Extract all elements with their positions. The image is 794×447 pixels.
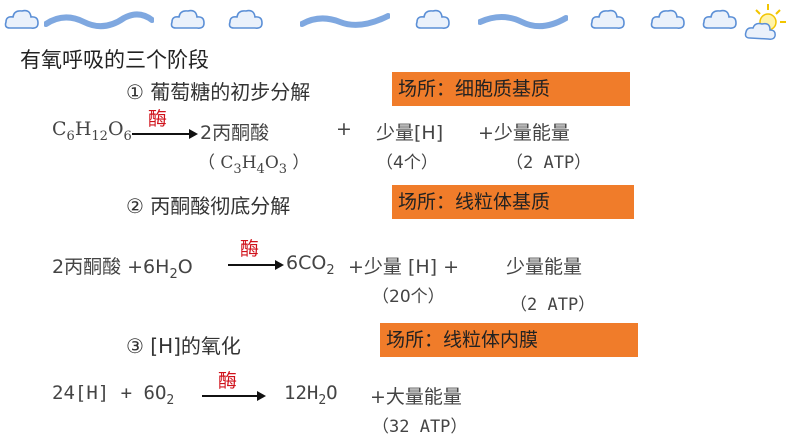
cloud-icon: [650, 9, 685, 29]
cloud-icon: [4, 9, 39, 29]
stage2-reaction-arrow: [228, 260, 284, 270]
stage2-enzyme-label: 酶: [240, 238, 260, 260]
cloud-icon: [415, 9, 450, 29]
stage2-co2: 6CO2: [286, 252, 335, 278]
stage1-plus: +: [336, 118, 352, 140]
stage3-energy: +大量能量: [370, 386, 462, 408]
stage3-water: 12H2O: [284, 382, 338, 408]
cloud-icon: [702, 9, 737, 29]
stage1-enzyme-label: 酶: [148, 108, 168, 130]
stage3-reaction-arrow: [202, 391, 266, 401]
swirl-decoration: [300, 13, 390, 28]
stage1-energy: +少量能量: [478, 122, 570, 144]
stage2-h-amount: +少量 [H] +: [348, 256, 460, 278]
page-title: 有氧呼吸的三个阶段: [20, 48, 209, 72]
stage1-h-amount: 少量[H]: [376, 122, 444, 144]
stage1-atp: （2 ATP）: [506, 153, 592, 173]
swirl-decoration: [478, 14, 568, 30]
stage1-h-count: （4个）: [376, 153, 438, 173]
stage2-energy: 少量能量: [506, 256, 583, 278]
glucose-formula: C6H12O6: [52, 118, 132, 144]
stage3-enzyme-label: 酶: [218, 370, 238, 392]
stage2-h-count: （20个）: [372, 287, 445, 307]
sun-icon: [744, 4, 786, 40]
stage2-place-badge: 场所：线粒体基质: [392, 185, 634, 219]
stage1-product: 2丙酮酸: [200, 122, 270, 144]
pyruvate-formula: （ C3H4O3 ）: [198, 153, 310, 177]
cloud-icon: [228, 9, 263, 29]
stage3-reactants: 24[H] + 6O2: [52, 382, 175, 408]
stage2-reactants: 2丙酮酸 +6H2O: [52, 256, 193, 282]
stage2-atp: （2 ATP）: [510, 295, 596, 315]
cloud-icon: [590, 9, 625, 29]
stage1-reaction-arrow: [132, 129, 198, 139]
stage3-heading: ③ [H]的氧化: [126, 334, 241, 358]
stage2-heading: ② 丙酮酸彻底分解: [126, 194, 291, 218]
stage1-place-badge: 场所：细胞质基质: [392, 72, 630, 106]
stage3-place-badge: 场所：线粒体内膜: [380, 323, 638, 357]
cloud-icon: [170, 9, 205, 29]
stage1-heading: ① 葡萄糖的初步分解: [126, 80, 311, 104]
swirl-decoration: [44, 11, 154, 30]
stage3-atp: （32 ATP）: [372, 417, 468, 437]
